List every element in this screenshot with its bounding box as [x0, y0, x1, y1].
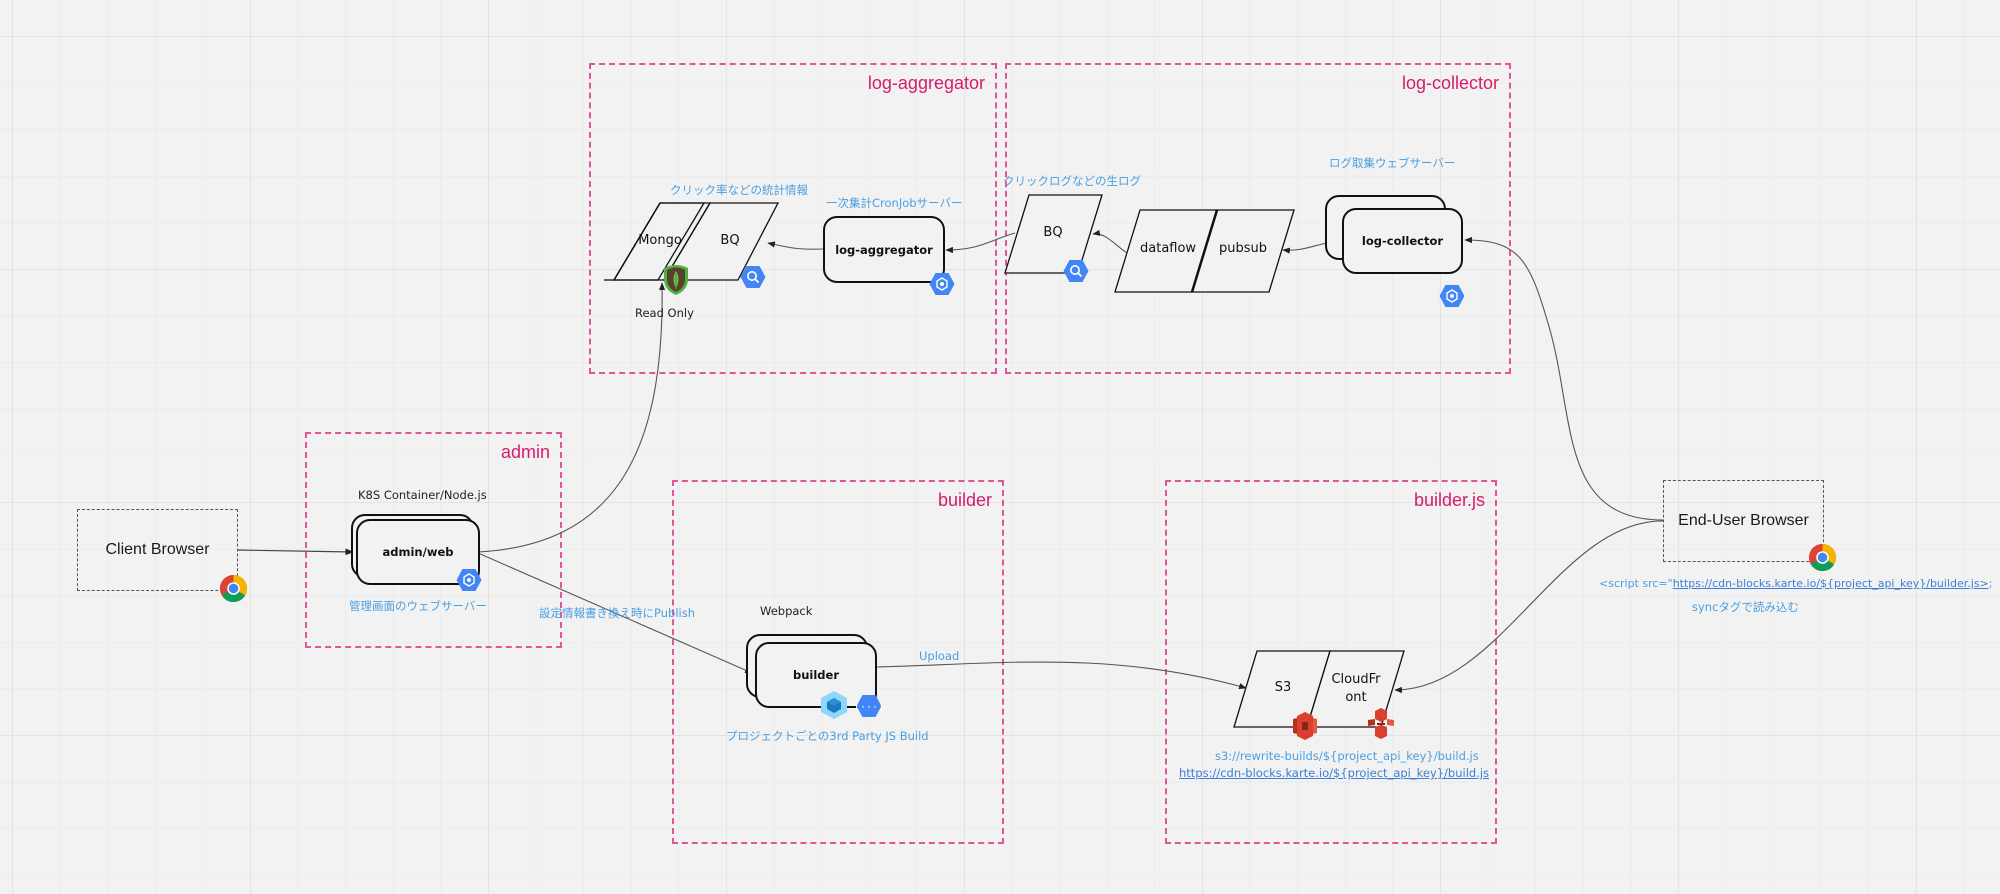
cloudfront-label-line2: ont [1345, 690, 1367, 705]
cloud-functions-icon: (···) [856, 695, 882, 717]
log-collector-node[interactable]: log-collector [1342, 208, 1463, 274]
edge-dataflow-to-bq[interactable] [1092, 229, 1128, 254]
build-per-project-label: プロジェクトごとの3rd Party JS Build [726, 729, 929, 743]
edge-admin-to-builder[interactable] [477, 552, 753, 674]
s3-label: S3 [1274, 680, 1292, 695]
cdn-url[interactable]: https://cdn-blocks.karte.io/${project_ap… [1179, 766, 1490, 780]
group-admin[interactable]: admin [305, 432, 562, 648]
aws-s3-icon [1293, 712, 1317, 740]
bigquery-icon [1063, 260, 1089, 282]
publish-label: 設定情報書き換え時にPublish [539, 606, 695, 620]
group-log-collector[interactable]: log-collector [1005, 63, 1511, 374]
script-suffix: ; [1988, 577, 1993, 590]
mongo-label: Mongo [638, 233, 682, 248]
mongodb-leaf-icon [664, 265, 688, 295]
edge-bq-to-log-aggregator[interactable] [945, 232, 1016, 254]
admin-web-node[interactable]: admin/web [356, 519, 480, 585]
edge-log-aggregator-to-bq[interactable] [767, 241, 824, 250]
kubernetes-engine-icon [456, 569, 482, 591]
group-title: builder [937, 490, 992, 510]
upload-label: Upload [919, 649, 960, 663]
cloudfront-label-line1: CloudFr [1331, 672, 1381, 687]
edge-builder-to-s3[interactable] [875, 661, 1247, 690]
group-title: admin [500, 442, 550, 462]
cdn-url-link[interactable]: https://cdn-blocks.karte.io/${project_ap… [1179, 766, 1489, 780]
edge-enduser-to-cloudfront[interactable] [1394, 520, 1664, 694]
group-title: builder.js [1413, 490, 1485, 510]
group-builder-js[interactable]: builder.js [1165, 480, 1497, 844]
cloudfront-label: CloudFr ont [1326, 671, 1386, 707]
webpack-label: Webpack [760, 604, 813, 618]
end-user-browser-node[interactable]: End-User Browser [1663, 480, 1824, 562]
dataflow-label: dataflow [1140, 241, 1197, 256]
raw-logs-label: クリックログなどの生ログ [1003, 174, 1141, 188]
node-label: log-aggregator [835, 242, 933, 257]
node-label: log-collector [1361, 234, 1444, 248]
k8s-label: K8S Container/Node.js [358, 488, 487, 502]
kubernetes-engine-icon [1439, 285, 1465, 307]
admin-web-server-label: 管理画面のウェブサーバー [349, 599, 487, 613]
pubsub-label: pubsub [1218, 241, 1267, 256]
node-label: builder [792, 668, 839, 682]
svg-text:(···): (···) [856, 702, 882, 713]
bq-collector-label: BQ [1043, 225, 1063, 240]
browser-label: End-User Browser [1678, 512, 1809, 529]
bigquery-icon [740, 266, 766, 288]
log-aggregator-node[interactable]: log-aggregator [823, 216, 945, 283]
log-web-server-label: ログ取集ウェブサーバー [1329, 156, 1456, 170]
aws-cloudfront-icon [1368, 708, 1394, 739]
group-title: log-collector [1401, 73, 1499, 93]
script-prefix: <script src=" [1599, 577, 1673, 590]
group-title: log-aggregator [867, 73, 985, 93]
kubernetes-engine-icon [929, 273, 955, 295]
group-log-aggregator[interactable]: log-aggregator [589, 63, 997, 374]
edge-client-to-admin[interactable] [236, 548, 354, 556]
bq-agg-label: BQ [720, 233, 740, 248]
builder-node[interactable]: builder [755, 642, 877, 708]
webpack-icon [821, 691, 847, 719]
s3-path-label: s3://rewrite-builds/${project_api_key}/b… [1215, 749, 1479, 763]
browser-label: Client Browser [105, 541, 210, 558]
stats-info-label: クリック率などの統計情報 [670, 183, 808, 197]
builder-js-url[interactable]: https://cdn-blocks.karte.io/${project_ap… [1672, 577, 1989, 590]
cron-server-label: 一次集計CronJobサーバー [826, 196, 963, 210]
client-browser-node[interactable]: Client Browser [77, 509, 238, 591]
chrome-icon [219, 574, 248, 603]
edge-enduser-to-log-collector[interactable] [1464, 236, 1664, 521]
script-tag-label: <script src="https://cdn-blocks.karte.io… [1599, 577, 1993, 590]
sync-tag-label: syncタグで読み込む [1692, 600, 1799, 614]
edge-admin-to-mongo[interactable] [477, 282, 666, 553]
chrome-icon [1808, 543, 1837, 572]
read-only-label: Read Only [635, 306, 694, 320]
node-label: admin/web [382, 545, 454, 559]
